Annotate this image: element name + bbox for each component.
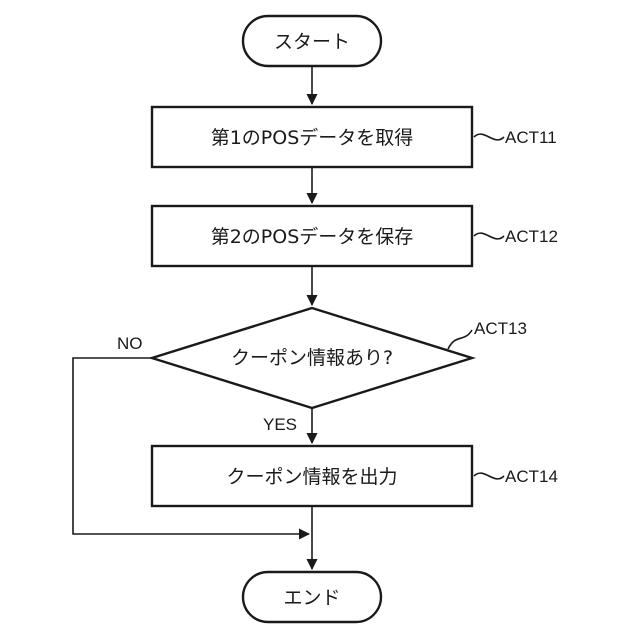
start-terminal: スタート xyxy=(243,16,381,66)
decision-act13: クーポン情報あり? ACT13 xyxy=(152,308,527,408)
process-act11: 第1のPOSデータを取得 ACT11 xyxy=(152,107,557,167)
process-act11-text: 第1のPOSデータを取得 xyxy=(211,127,414,149)
end-terminal: エンド xyxy=(243,572,381,622)
branch-no-label: NO xyxy=(117,334,143,353)
decision-act13-text: クーポン情報あり? xyxy=(231,347,393,369)
ref-leader-act12 xyxy=(474,233,504,239)
ref-label-act12: ACT12 xyxy=(505,227,558,246)
ref-label-act14: ACT14 xyxy=(505,467,558,486)
ref-label-act11: ACT11 xyxy=(505,128,557,147)
ref-leader-act13 xyxy=(448,330,472,349)
ref-leader-act11 xyxy=(474,134,504,140)
end-label: エンド xyxy=(283,587,340,609)
process-act12: 第2のPOSデータを保存 ACT12 xyxy=(152,206,558,266)
process-act14: クーポン情報を出力 ACT14 xyxy=(152,446,558,506)
process-act14-text: クーポン情報を出力 xyxy=(226,466,397,488)
process-act12-text: 第2のPOSデータを保存 xyxy=(211,226,414,248)
branch-yes-label: YES xyxy=(263,415,297,434)
start-label: スタート xyxy=(274,31,350,53)
ref-label-act13: ACT13 xyxy=(474,319,527,338)
ref-leader-act14 xyxy=(474,473,504,479)
